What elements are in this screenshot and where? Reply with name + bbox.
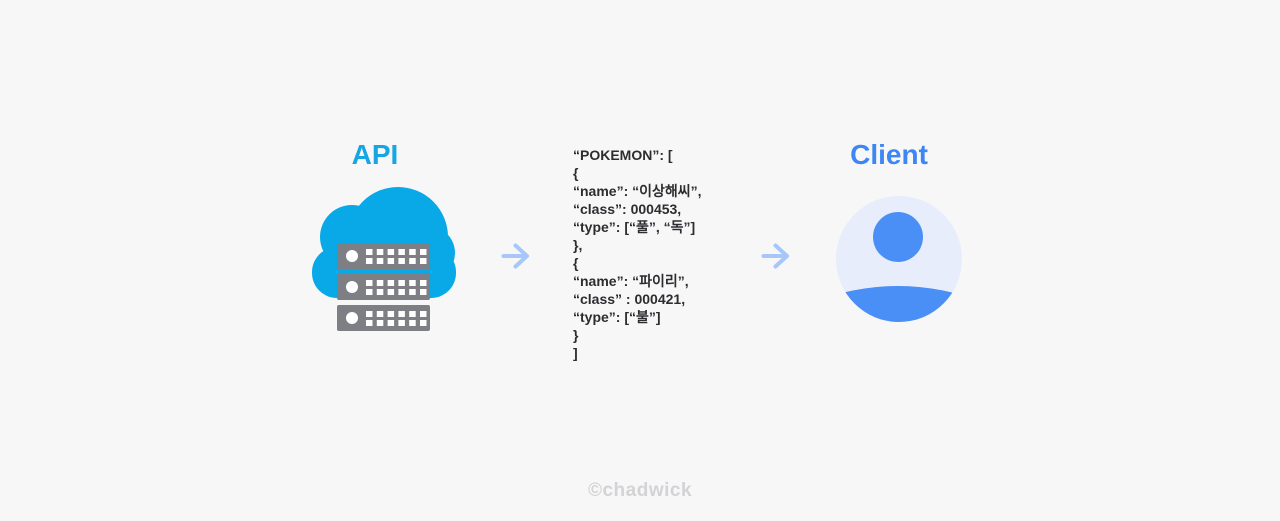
right-arrow-icon — [761, 243, 789, 269]
api-label: API — [351, 139, 399, 170]
client-label: Client — [850, 139, 928, 170]
user-avatar-icon — [836, 196, 962, 322]
right-arrow-icon — [501, 243, 529, 269]
server-racks — [337, 243, 430, 331]
avatar-person-shape — [836, 212, 962, 322]
watermark-text: ©chadwick — [587, 480, 693, 501]
json-payload-text: “POKEMON”: [ { “name”: “이상해씨”, “class”: … — [573, 147, 702, 361]
cloud-server-icon — [312, 187, 456, 331]
